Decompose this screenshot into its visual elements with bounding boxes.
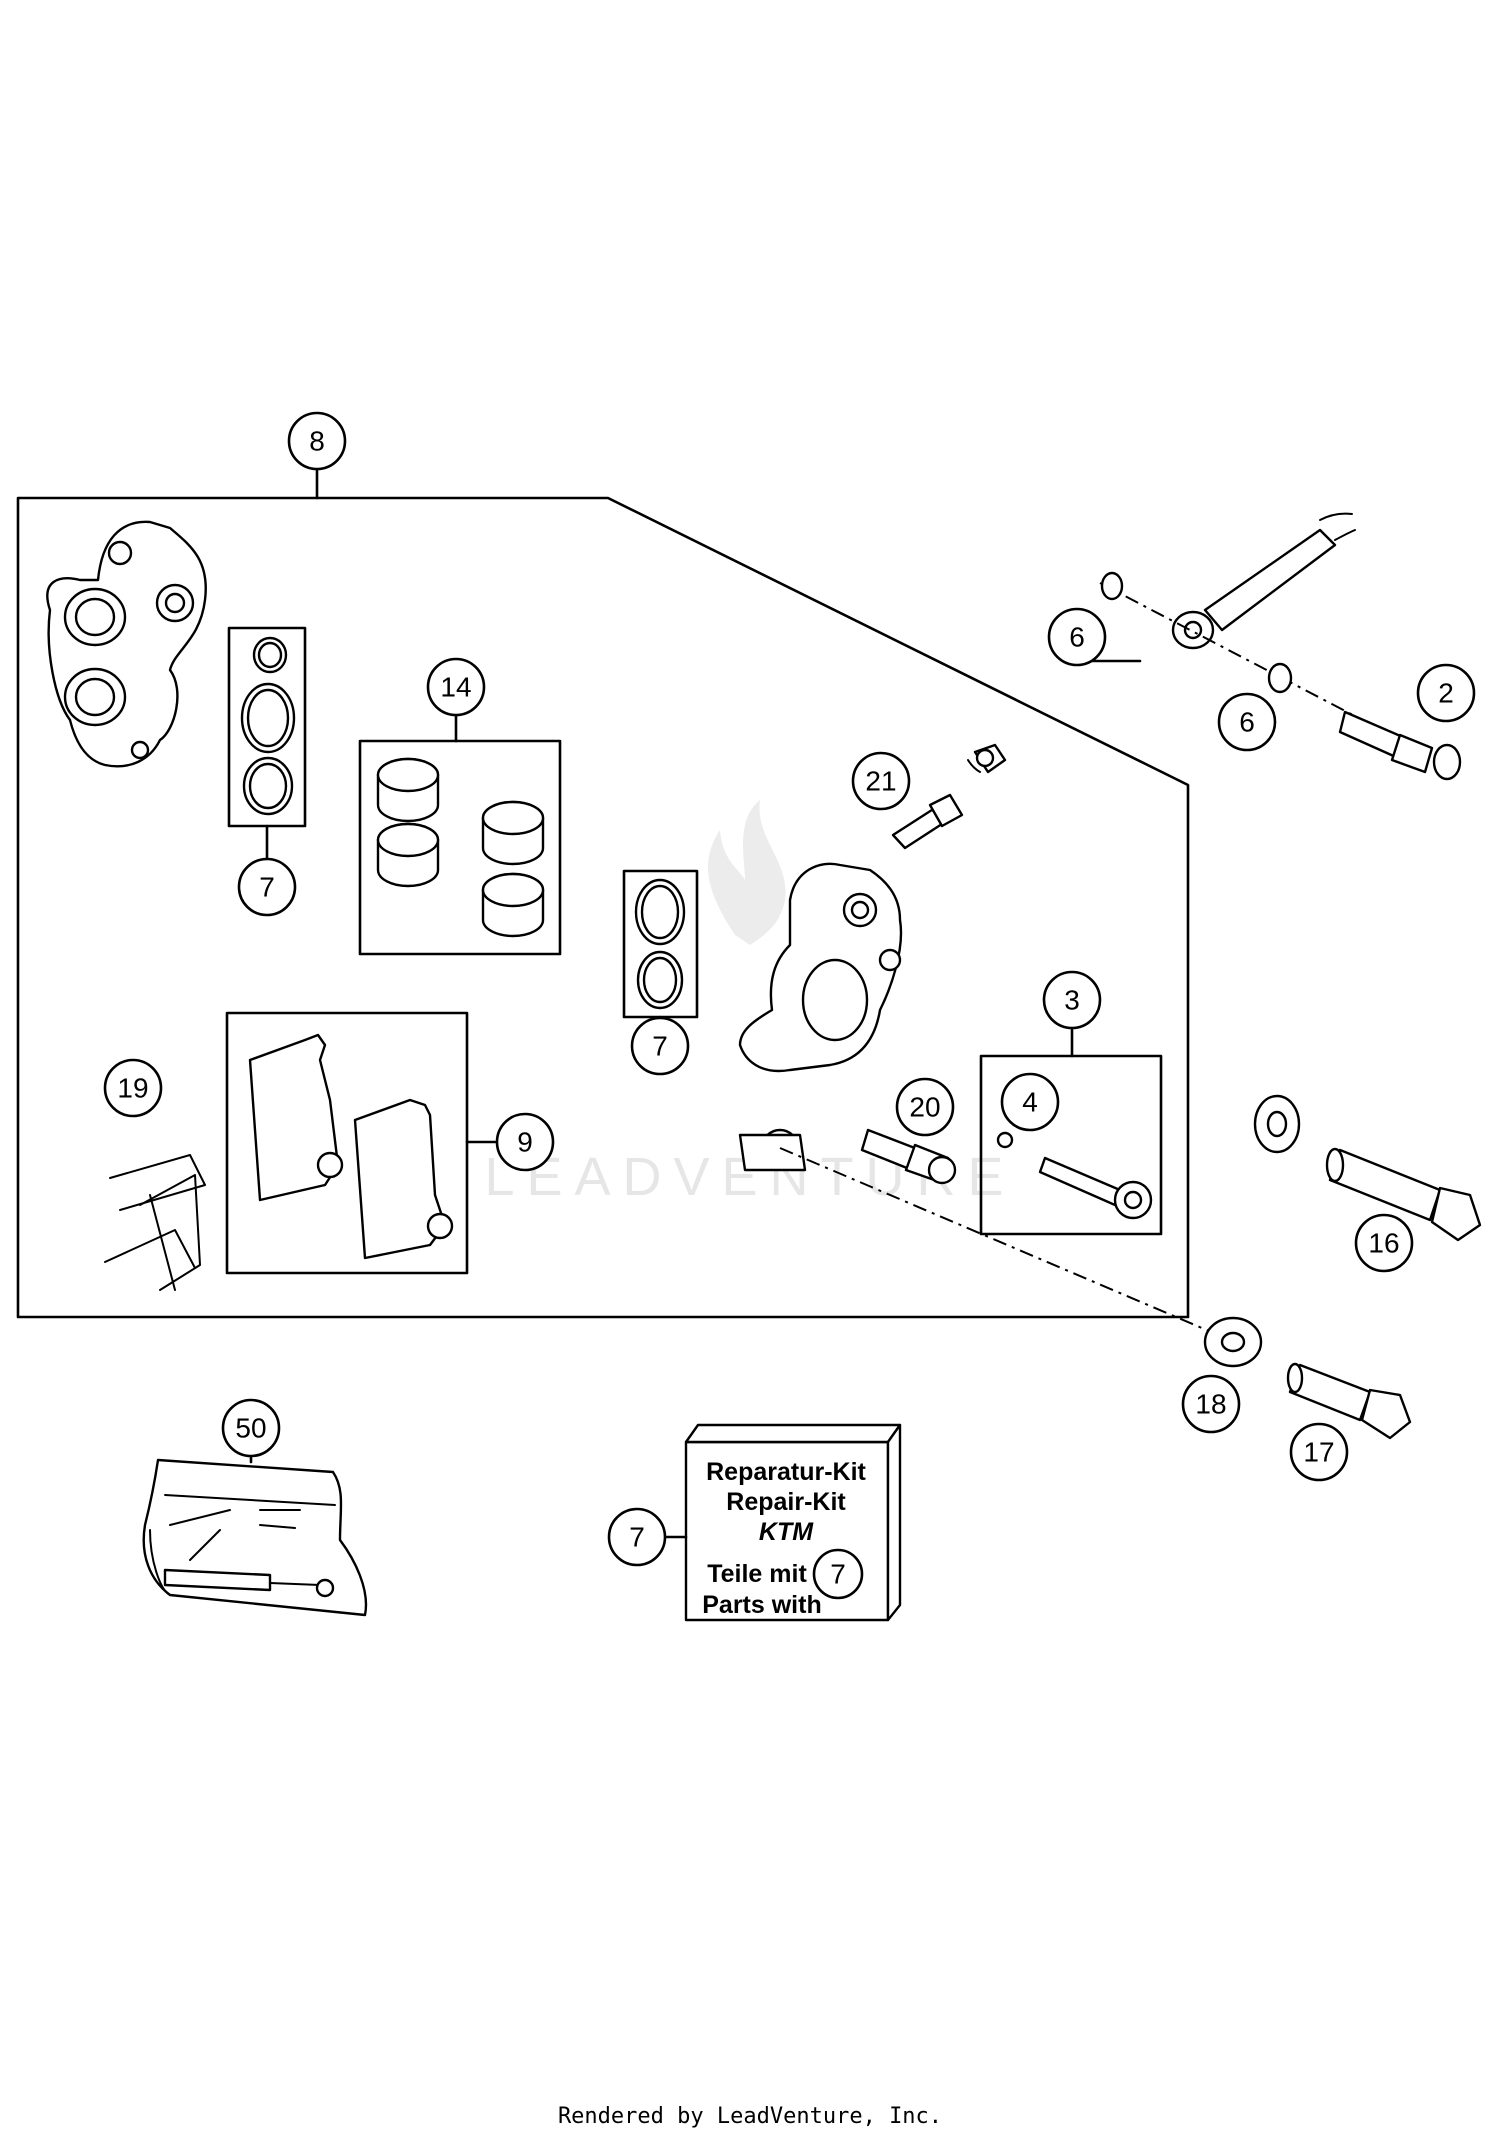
svg-text:21: 21	[865, 766, 896, 797]
callout-9[interactable]: 9	[495, 1112, 555, 1172]
caliper-housing-left	[46, 520, 207, 768]
axis-line-lower	[779, 1147, 1231, 1341]
callout-21[interactable]: 21	[851, 751, 911, 811]
callout-6-lower[interactable]: 6	[1217, 692, 1277, 752]
guide-pin	[860, 1128, 957, 1185]
caliper-housing-right	[738, 862, 903, 1172]
grease-bag	[142, 1458, 368, 1617]
callout-50[interactable]: 50	[221, 1398, 281, 1458]
callout-7-kit-label[interactable]: 7	[812, 1548, 864, 1600]
callout-6-upper[interactable]: 6	[1047, 607, 1107, 667]
banjo-bolt	[1338, 710, 1462, 781]
svg-text:7: 7	[652, 1031, 668, 1062]
svg-text:2: 2	[1438, 678, 1454, 709]
svg-text:20: 20	[909, 1092, 940, 1123]
svg-text:18: 18	[1195, 1389, 1226, 1420]
repair-kit-box: Reparatur-Kit Repair-Kit KTM Teile mit P…	[684, 1423, 902, 1622]
bolt-kit-parts	[996, 1131, 1153, 1220]
svg-text:3: 3	[1064, 985, 1080, 1016]
svg-text:8: 8	[309, 426, 325, 457]
svg-text:7: 7	[830, 1559, 846, 1590]
svg-text:14: 14	[440, 672, 471, 703]
svg-text:50: 50	[235, 1413, 266, 1444]
callout-7-seals-middle[interactable]: 7	[630, 1016, 690, 1076]
kit-label-line4: Parts with	[702, 1591, 821, 1619]
assembly-outline	[16, 496, 1190, 1319]
callout-2[interactable]: 2	[1416, 663, 1476, 723]
svg-text:9: 9	[517, 1127, 533, 1158]
svg-text:7: 7	[629, 1522, 645, 1553]
callout-8[interactable]: 8	[287, 411, 347, 471]
svg-text:6: 6	[1069, 622, 1085, 653]
piston-kit-box	[358, 739, 562, 956]
svg-text:17: 17	[1303, 1437, 1334, 1468]
bleeder-screw	[891, 743, 1007, 850]
kit-label-line2: Repair-Kit	[726, 1488, 846, 1516]
callout-14[interactable]: 14	[426, 657, 486, 717]
washer-6b	[1267, 662, 1293, 694]
callout-4[interactable]: 4	[1000, 1072, 1060, 1132]
mounting-bolt-16	[1325, 1147, 1482, 1242]
callout-16[interactable]: 16	[1354, 1213, 1414, 1273]
washer-6a	[1100, 571, 1124, 601]
footer-credit: Rendered by LeadVenture, Inc.	[557, 2104, 943, 2129]
svg-text:16: 16	[1368, 1228, 1399, 1259]
seal-rings-b	[634, 878, 686, 1010]
kit-brand-logo: KTM	[759, 1518, 814, 1546]
kit-label-line1: Reparatur-Kit	[706, 1458, 866, 1486]
svg-text:4: 4	[1022, 1087, 1038, 1118]
callout-19[interactable]: 19	[103, 1058, 163, 1118]
pistons	[376, 757, 545, 938]
callout-17[interactable]: 17	[1289, 1422, 1349, 1482]
svg-text:6: 6	[1239, 707, 1255, 738]
callout-20[interactable]: 20	[895, 1077, 955, 1137]
callout-18[interactable]: 18	[1181, 1374, 1241, 1434]
callout-7-repair-kit[interactable]: 7	[607, 1507, 667, 1567]
brake-hose	[1171, 512, 1356, 650]
svg-text:19: 19	[117, 1073, 148, 1104]
svg-text:7: 7	[259, 872, 275, 903]
seal-rings-a	[240, 636, 296, 816]
kit-label-line3: Teile mit	[707, 1560, 807, 1588]
brake-pads	[248, 1033, 454, 1260]
mounting-bolt-17	[1286, 1362, 1412, 1440]
pad-spring	[104, 1154, 206, 1291]
callout-7-seals-left[interactable]: 7	[237, 857, 297, 917]
callout-3[interactable]: 3	[1042, 970, 1102, 1030]
